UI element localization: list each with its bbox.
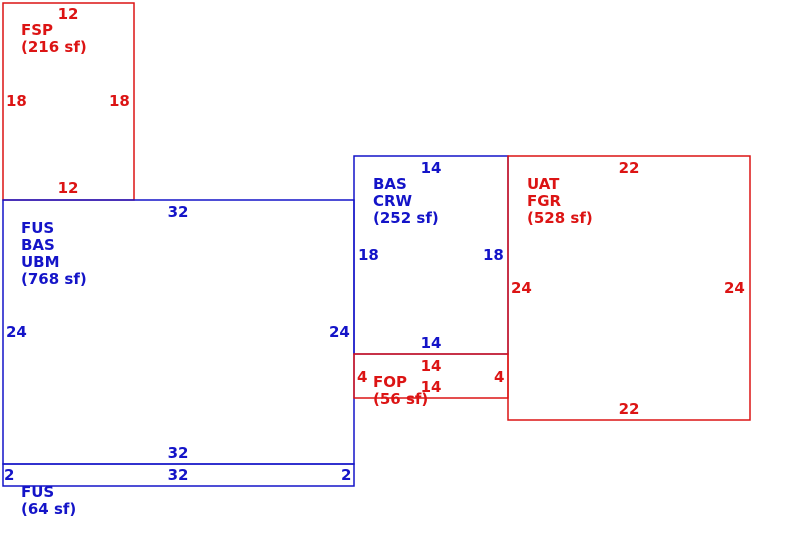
area-crw-dim-right: 18 <box>483 246 504 264</box>
area-fgr-dim-top: 22 <box>619 159 640 177</box>
area-main-dim-left: 24 <box>6 323 27 341</box>
area-crw-dim-bottom: 14 <box>421 334 442 352</box>
area-crw-size: (252 sf) <box>373 209 439 227</box>
area-main-dim-top: 32 <box>168 203 189 221</box>
area-main: FUS BAS UBM (768 sf) 32 32 24 24 <box>2 199 355 465</box>
area-fus64-outline <box>2 463 355 487</box>
area-fgr-code-1: UAT <box>527 175 560 193</box>
area-fsp-code: FSP <box>21 21 53 39</box>
area-fsp-dim-right: 18 <box>109 92 130 110</box>
area-crw-dim-left: 18 <box>358 246 379 264</box>
area-fgr: UAT FGR (528 sf) 22 22 24 24 <box>507 155 751 421</box>
area-fus64-dim-right: 2 <box>341 466 351 484</box>
area-fsp: FSP (216 sf) 12 12 18 18 <box>2 2 135 201</box>
area-fus64-code: FUS <box>21 483 54 501</box>
area-fsp-dim-left: 18 <box>6 92 27 110</box>
area-fgr-dim-right: 24 <box>724 279 745 297</box>
area-crw: BAS CRW (252 sf) 14 14 18 18 <box>353 155 509 355</box>
area-fus64: 32 2 2 FUS (64 sf) <box>2 463 355 518</box>
area-main-code-2: BAS <box>21 236 55 254</box>
area-fop-code: FOP <box>373 373 407 391</box>
area-fsp-dim-top: 12 <box>58 5 79 23</box>
area-fgr-size: (528 sf) <box>527 209 593 227</box>
area-fus64-dim-top: 32 <box>168 466 189 484</box>
area-fgr-dim-left: 24 <box>511 279 532 297</box>
area-fop-size: (56 sf) <box>373 390 428 408</box>
area-main-outline <box>2 199 355 465</box>
area-crw-code-1: BAS <box>373 175 407 193</box>
area-fsp-size: (216 sf) <box>21 38 87 56</box>
area-fsp-dim-bottom: 12 <box>58 179 79 197</box>
area-main-size: (768 sf) <box>21 270 87 288</box>
area-fus64-dim-left: 2 <box>4 466 14 484</box>
area-main-dim-bottom: 32 <box>168 444 189 462</box>
area-fgr-code-2: FGR <box>527 192 562 210</box>
area-fus64-size: (64 sf) <box>21 500 76 518</box>
area-crw-dim-top: 14 <box>421 159 442 177</box>
area-crw-code-2: CRW <box>373 192 413 210</box>
area-main-code-1: FUS <box>21 219 54 237</box>
area-fop-dim-left: 4 <box>357 368 367 386</box>
area-main-dim-right: 24 <box>329 323 350 341</box>
area-fgr-outline <box>507 155 751 421</box>
area-fop-dim-bottom: 14 <box>421 378 442 396</box>
area-fop-dim-right: 4 <box>494 368 504 386</box>
area-main-code-3: UBM <box>21 253 60 271</box>
area-fgr-dim-bottom: 22 <box>619 400 640 418</box>
area-fop-dim-top: 14 <box>421 357 442 375</box>
area-fop: 14 14 4 4 FOP (56 sf) <box>353 353 509 408</box>
